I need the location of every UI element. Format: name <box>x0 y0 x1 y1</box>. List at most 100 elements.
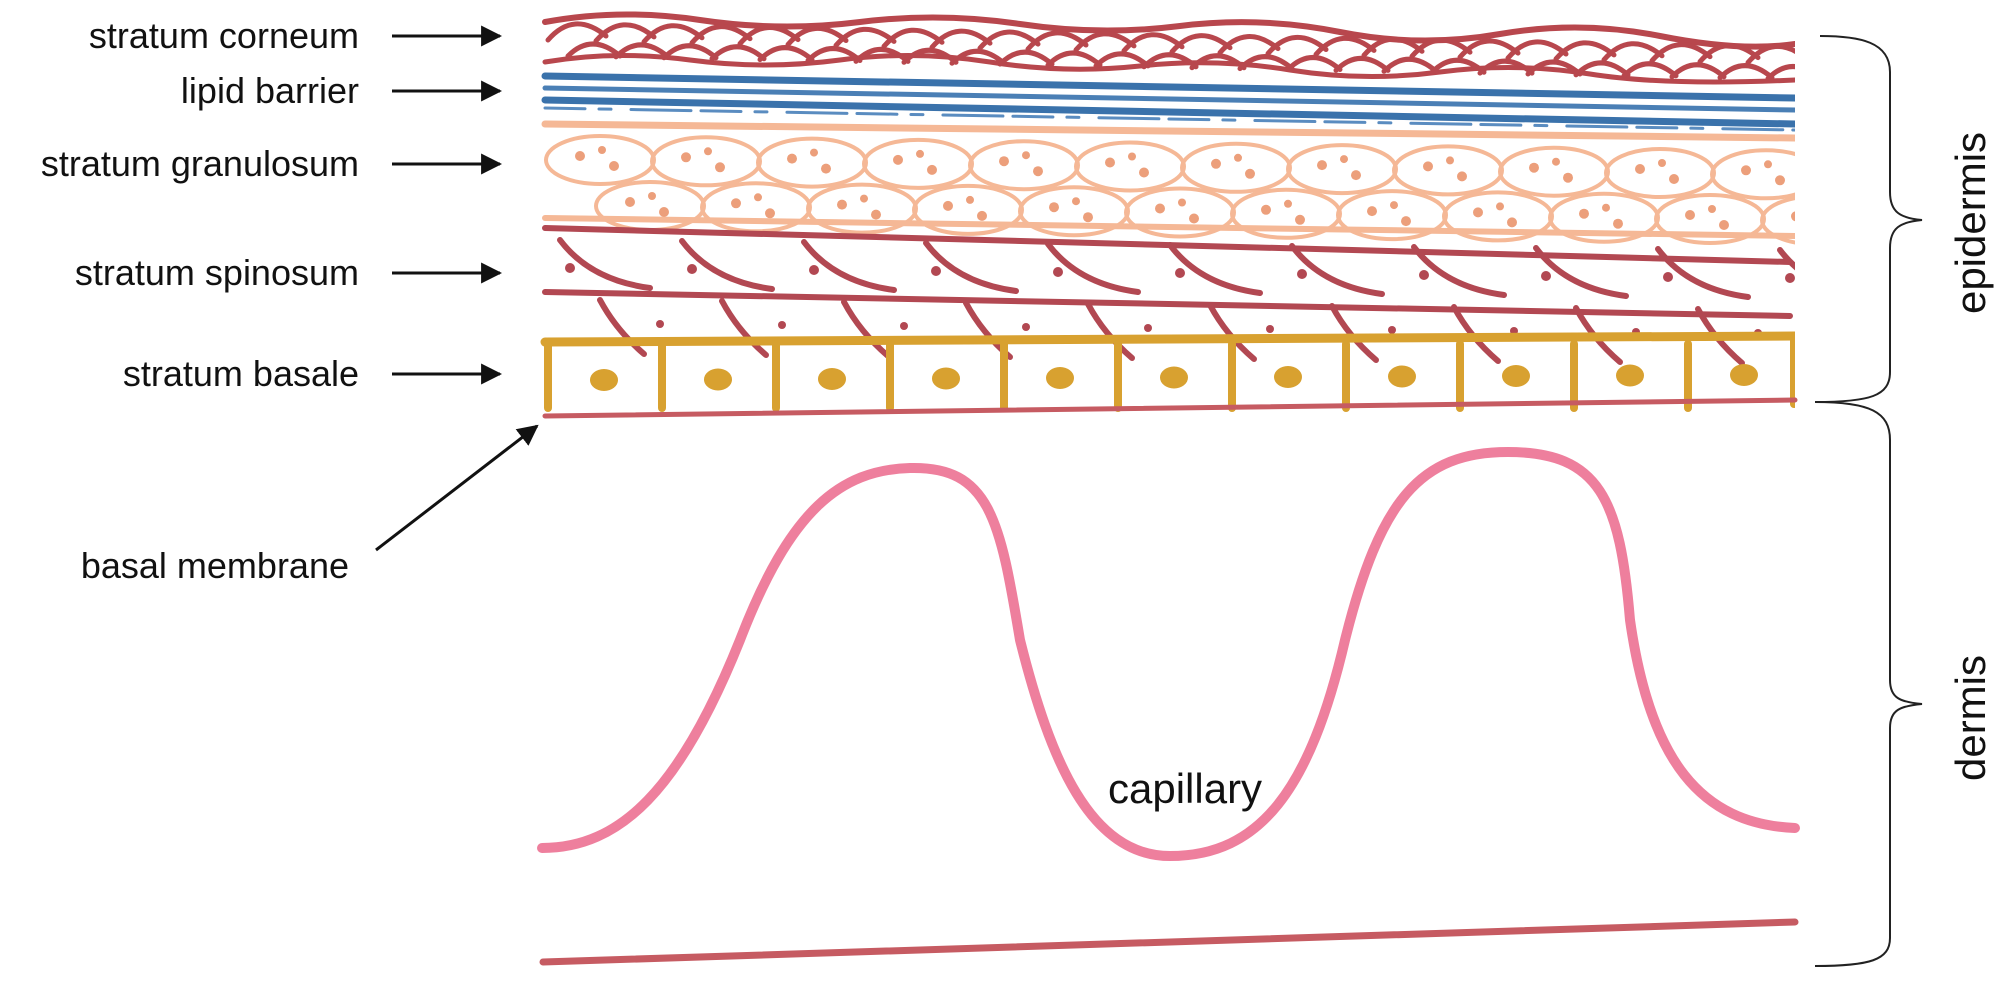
granulosum-cell <box>968 139 1080 192</box>
corneum-scale <box>709 44 767 62</box>
spinosum-dot <box>1388 326 1396 334</box>
spinosum-strand <box>1045 241 1141 295</box>
spinosum-dot <box>1419 270 1429 280</box>
arrow-basal-membrane <box>375 424 539 552</box>
granule <box>860 194 868 203</box>
corneum-scale <box>593 22 657 44</box>
spinosum-dot <box>931 266 941 276</box>
granule <box>999 156 1009 167</box>
granule <box>1317 160 1327 171</box>
granulosum-cell <box>594 180 706 232</box>
granule <box>1284 199 1292 208</box>
basale-nucleus <box>1616 364 1644 387</box>
spinosum-dot <box>778 321 786 329</box>
corneum-scale <box>1745 43 1795 65</box>
granule <box>1507 217 1517 228</box>
granule <box>1139 167 1149 178</box>
spinosum-dot <box>565 263 575 273</box>
corneum-scale <box>977 29 1041 51</box>
corneum-scale <box>1285 55 1343 72</box>
basale-nucleus <box>1046 367 1074 389</box>
granule <box>1295 214 1305 225</box>
granule <box>1105 157 1115 168</box>
label-basal-membrane: basal membrane <box>80 545 349 586</box>
granule <box>1423 161 1433 172</box>
granule <box>1496 202 1504 211</box>
granule <box>1457 171 1467 182</box>
granulosum-cell <box>1392 144 1504 197</box>
granule <box>1552 157 1560 166</box>
corneum-scale <box>1121 32 1185 54</box>
label-stratum-basale: stratum basale <box>122 353 359 394</box>
corneum-scale <box>1189 53 1247 71</box>
label-capillary: capillary <box>1108 765 1263 812</box>
granule <box>821 163 831 174</box>
granule <box>1685 210 1695 220</box>
corneum-scale <box>1093 51 1151 69</box>
granule <box>1072 197 1080 206</box>
granule <box>943 200 953 211</box>
granule <box>837 199 847 210</box>
basale-nucleus <box>1730 364 1758 386</box>
granule <box>1741 165 1751 176</box>
granulosum-cell <box>1604 147 1716 199</box>
corneum-scale <box>1169 33 1233 55</box>
corneum-scale <box>785 25 849 47</box>
spinosum-strand <box>1329 303 1379 363</box>
spinosum-strand <box>719 298 769 358</box>
granule <box>1658 159 1666 167</box>
spinosum-dot <box>809 265 819 275</box>
granule <box>1401 216 1411 227</box>
granulosum-cell <box>1286 143 1398 196</box>
stratum-corneum-layer <box>542 11 1795 85</box>
corneum-scale <box>1265 34 1329 56</box>
spinosum-strand <box>679 238 775 292</box>
granule <box>927 164 937 175</box>
spinosum-dot <box>900 322 908 330</box>
basale-nucleus <box>1160 366 1188 389</box>
spinosum-strand <box>1167 242 1263 296</box>
granule <box>893 154 903 165</box>
corneum-scale <box>1649 42 1713 64</box>
corneum-scale <box>641 23 705 45</box>
corneum-scale <box>1717 63 1775 81</box>
granule <box>1390 201 1398 210</box>
corneum-scale <box>1621 61 1679 79</box>
granule <box>1775 175 1785 186</box>
granule <box>1814 206 1822 214</box>
basale-nucleus <box>932 367 960 390</box>
corneum-scale <box>997 49 1055 67</box>
corneum-scale <box>1073 31 1137 53</box>
basale-nucleus <box>1274 366 1302 388</box>
granule <box>1083 212 1093 223</box>
granule <box>1245 168 1255 179</box>
corneum-scale <box>1457 38 1521 60</box>
granule <box>715 162 725 173</box>
corneum-scale <box>1141 52 1199 70</box>
corneum-scale <box>853 47 911 64</box>
corneum-scale <box>901 47 959 65</box>
corneum-scale <box>565 41 623 59</box>
corneum-scale <box>1313 35 1377 57</box>
granule <box>1261 204 1271 215</box>
granule <box>754 193 762 202</box>
granule <box>1708 205 1716 213</box>
granule <box>1049 202 1059 213</box>
spinosum-strand <box>1207 302 1257 362</box>
corneum-scale <box>1217 34 1281 56</box>
granule <box>625 197 635 207</box>
spinosum-strand <box>1533 245 1629 299</box>
corneum-scale <box>949 48 1007 66</box>
dermis-bottom-line <box>539 918 1799 966</box>
label-stratum-corneum: stratum corneum <box>88 15 359 56</box>
granulosum-cell <box>1498 145 1610 198</box>
spinosum-strand <box>1411 244 1507 298</box>
corneum-scale <box>1333 56 1391 73</box>
granule <box>787 153 797 164</box>
basale-nucleus <box>1388 365 1416 388</box>
granule <box>648 192 656 200</box>
granule <box>1529 162 1539 173</box>
lipid-barrier-layer <box>541 72 1795 132</box>
granule <box>1446 156 1454 165</box>
